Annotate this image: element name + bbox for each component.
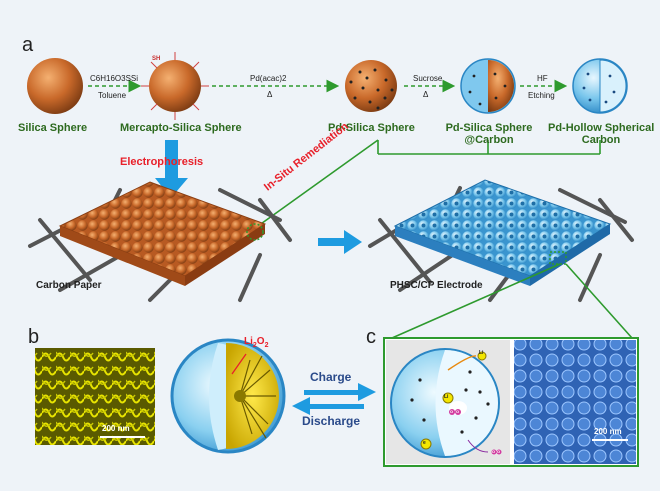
sem-image-b xyxy=(35,348,155,445)
panel-label-a: a xyxy=(22,34,34,56)
pd-silica-carbon-sphere xyxy=(460,58,516,114)
heat-symbol-1: Δ xyxy=(267,90,273,99)
li-ion-label-inner: Li xyxy=(444,394,449,400)
electron-label: e xyxy=(423,440,426,446)
hollow-sphere-cutaway xyxy=(390,348,502,458)
panel-label-c: c xyxy=(366,326,376,348)
discharge-label: Discharge xyxy=(302,414,361,428)
heat-symbol-2: Δ xyxy=(423,90,429,99)
li-ion-label: Li xyxy=(479,350,484,356)
phsc-cp-electrode xyxy=(368,179,634,302)
reagent-label-2: Pd(acac)2 xyxy=(250,74,287,83)
electrophoresis-label: Electrophoresis xyxy=(120,156,204,168)
mercapto-silica-sphere-label: Mercapto-Silica Sphere xyxy=(120,122,242,134)
conversion-arrow xyxy=(318,230,362,254)
sem-image-c xyxy=(514,340,636,464)
carbon-paper-label: Carbon Paper xyxy=(36,280,102,291)
pd-hollow-carbon-label: Pd-Hollow Spherical Carbon xyxy=(548,122,655,146)
oxygen-label-2: O xyxy=(456,409,460,414)
reagent-label-4: HF xyxy=(537,74,548,83)
silica-sphere-label: Silica Sphere xyxy=(18,122,88,134)
li2o2-label: Li2O2 xyxy=(244,336,269,349)
oxygen-label-3: O xyxy=(492,449,496,454)
carbon-paper-left xyxy=(28,181,292,302)
oxygen-label-4: O xyxy=(497,449,501,454)
reagent-label-1: C6H16O3SSi xyxy=(90,74,139,83)
scale-label-c: 200 nm xyxy=(594,427,622,436)
pd-silica-sphere xyxy=(345,60,397,112)
scale-label-b: 200 nm xyxy=(102,424,130,433)
cycle-arrows xyxy=(292,383,376,415)
etch-label: Etching xyxy=(528,91,555,100)
zoom-lines xyxy=(391,263,633,339)
panel-label-b: b xyxy=(28,326,40,348)
electrophoresis-arrow xyxy=(155,140,188,198)
thiol-label: SH xyxy=(152,56,161,62)
electrode-label: PHSC/CP Electrode xyxy=(390,280,483,291)
pd-silica-sphere-label: Pd-Silica Sphere xyxy=(328,122,415,134)
oxygen-label-1: O xyxy=(450,409,454,414)
li2o2-loaded-sphere xyxy=(170,338,286,454)
solvent-label-1: Toluene xyxy=(98,91,127,100)
pd-silica-carbon-label: Pd-Silica Sphere @Carbon xyxy=(445,122,533,146)
mercapto-silica-sphere xyxy=(141,52,209,120)
in-situ-connector xyxy=(257,139,601,227)
pd-hollow-carbon-sphere xyxy=(572,58,628,114)
charge-label: Charge xyxy=(310,370,352,384)
silica-sphere xyxy=(27,58,83,114)
reagent-label-3: Sucrose xyxy=(413,74,443,83)
